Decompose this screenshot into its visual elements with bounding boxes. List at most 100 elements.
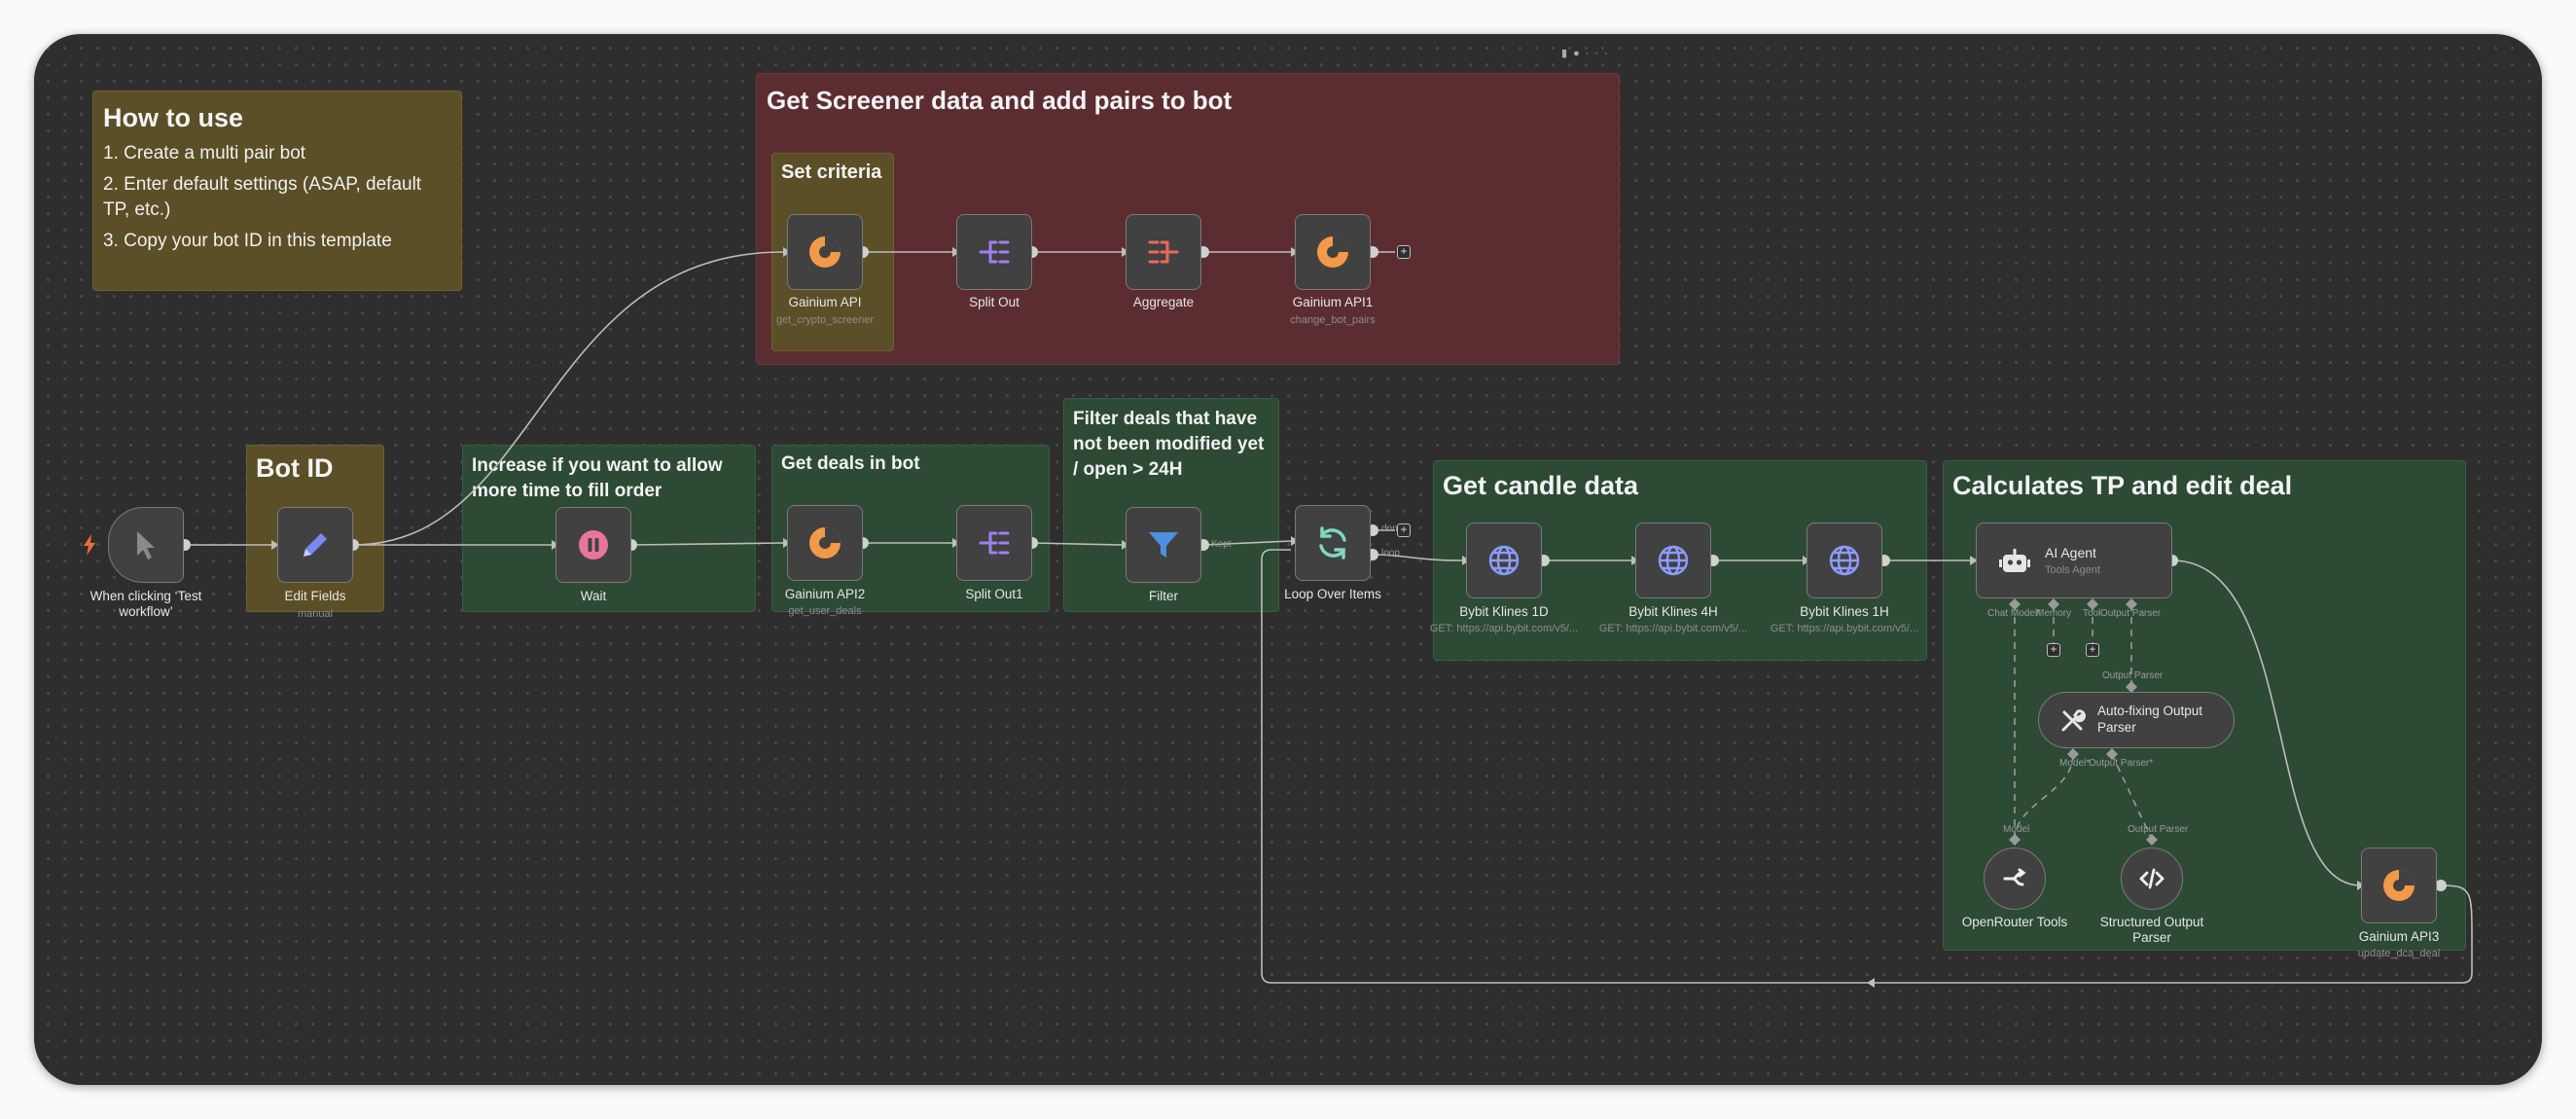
tools-icon: [2061, 709, 2086, 732]
gainium-api2-sub: get_user_deals: [788, 605, 862, 617]
split-icon: [979, 531, 1010, 555]
gainium-api-label: Gainium API: [788, 295, 862, 309]
wait-label: Wait: [580, 589, 607, 603]
split-out1-node[interactable]: [956, 505, 1032, 581]
gainium-api2-label: Gainium API2: [784, 587, 866, 601]
more-icon[interactable]: ···: [1585, 48, 1614, 59]
filter-label: Filter: [1149, 589, 1178, 603]
how-to-step-3: 3. Copy your bot ID in this template: [103, 231, 392, 251]
ai-agent-label: AI Agent: [2045, 545, 2096, 560]
gainium-api3-sub: update_dca_deal: [2357, 948, 2441, 959]
bybit-1d-label: Bybit Klines 1D: [1459, 604, 1549, 619]
loop-node[interactable]: [1295, 505, 1371, 581]
bybit-4h-sub: GET: https://api.bybit.com/v5/...: [1598, 623, 1748, 634]
gainium-api2-node[interactable]: [787, 505, 863, 581]
globe-icon: [1488, 545, 1520, 576]
structured-label: Structured Output Parser: [2099, 915, 2204, 945]
loop-port-loop: loop: [1381, 548, 1400, 559]
globe-icon: [1829, 545, 1860, 576]
bybit-1h-sub: GET: https://api.bybit.com/v5/...: [1770, 623, 1919, 634]
filter-node[interactable]: [1126, 507, 1201, 583]
gainium-api3-label: Gainium API3: [2358, 929, 2440, 944]
how-to-step-2: 2. Enter default settings (ASAP, default…: [103, 174, 422, 220]
edit-fields-node[interactable]: [277, 507, 353, 583]
globe-icon: [1658, 545, 1689, 576]
autofix-top-port: Output Parser: [2102, 670, 2164, 681]
add-node-button[interactable]: +: [1397, 245, 1411, 259]
gainium-icon: [2383, 870, 2415, 901]
agent-port-chat-model: Chat Model*: [1987, 608, 2042, 619]
agent-port-memory: Memory: [2036, 608, 2072, 619]
agent-port-tool: Tool: [2083, 608, 2101, 619]
delete-icon[interactable]: ▮: [1561, 48, 1574, 59]
sticky-title: Get Screener data and add pairs to bot: [767, 86, 1233, 115]
openrouter-icon: [2003, 868, 2026, 886]
gainium-api-node[interactable]: [787, 214, 863, 290]
funnel-icon: [1149, 532, 1178, 558]
openrouter-label: OpenRouter Tools: [1961, 915, 2068, 929]
autofix-port-model: Model*: [2059, 758, 2091, 769]
sticky-toolbar: ▮●···: [1561, 47, 1614, 59]
workflow-canvas[interactable]: ▮●··· How to use 1. Create a multi pair …: [34, 34, 2542, 1085]
bybit-1h-label: Bybit Klines 1H: [1800, 604, 1889, 619]
gainium-api1-sub: change_bot_pairs: [1290, 314, 1376, 326]
bybit-4h-label: Bybit Klines 4H: [1628, 604, 1718, 619]
sticky-title: Calculates TP and edit deal: [1952, 471, 2293, 500]
robot-icon: [1999, 549, 2030, 572]
sticky-title: Filter deals that have not been modified…: [1073, 409, 1265, 480]
filter-port-label: Kept: [1211, 539, 1232, 550]
bybit-1d-sub: GET: https://api.bybit.com/v5/...: [1429, 623, 1579, 634]
trigger-node[interactable]: [108, 507, 184, 583]
sticky-title: Get deals in bot: [781, 453, 920, 474]
add-tool-button[interactable]: +: [2086, 643, 2099, 657]
bybit-4h-node[interactable]: [1635, 523, 1711, 598]
sticky-title: Bot ID: [256, 453, 334, 483]
gainium-icon: [809, 527, 841, 559]
autofix-label: Auto-fixing Output Parser: [2097, 704, 2203, 735]
lightning-icon: [84, 534, 95, 556]
ai-agent-node[interactable]: AI Agent Tools Agent: [1976, 523, 2172, 598]
bybit-1h-node[interactable]: [1807, 523, 1882, 598]
how-to-list: 1. Create a multi pair bot 2. Enter defa…: [103, 141, 451, 254]
split-out-node[interactable]: [956, 214, 1032, 290]
loop-port-done: done: [1381, 523, 1404, 534]
split-out1-label: Split Out1: [965, 587, 1023, 601]
add-memory-button[interactable]: +: [2047, 643, 2060, 657]
sticky-title: Increase if you want to allow more time …: [472, 455, 723, 501]
structured-parser-node[interactable]: [2121, 848, 2183, 910]
how-to-step-1: 1. Create a multi pair bot: [103, 143, 306, 163]
openrouter-node[interactable]: [1984, 848, 2046, 910]
trigger-label: When clicking ‘Test workflow’: [89, 589, 202, 619]
palette-icon[interactable]: ●: [1573, 48, 1586, 59]
split-icon: [979, 240, 1010, 264]
gainium-icon: [809, 236, 841, 268]
edit-fields-sub: manual: [297, 608, 334, 620]
sticky-title: How to use: [103, 103, 244, 132]
gainium-icon: [1317, 236, 1348, 268]
loop-label: Loop Over Items: [1284, 587, 1381, 601]
aggregate-label: Aggregate: [1132, 295, 1195, 309]
autofix-parser-node[interactable]: Auto-fixing Output Parser: [2038, 692, 2235, 748]
agent-port-output-parser: Output Parser: [2100, 608, 2162, 619]
aggregate-node[interactable]: [1126, 214, 1201, 290]
gainium-api-sub: get_crypto_screener: [775, 314, 875, 326]
sticky-filter-note[interactable]: Filter deals that have not been modified…: [1063, 398, 1279, 612]
wait-node[interactable]: [555, 507, 631, 583]
split-out-label: Split Out: [969, 295, 1020, 309]
pause-icon: [579, 530, 608, 560]
autofix-port-output-parser: Output Parser*: [2089, 758, 2154, 769]
aggregate-icon: [1148, 240, 1179, 264]
sticky-title: Set criteria: [781, 162, 882, 183]
structured-port: Output Parser: [2128, 824, 2189, 835]
sticky-title: Get candle data: [1443, 471, 1639, 500]
sticky-how-to-use[interactable]: How to use 1. Create a multi pair bot 2.…: [92, 90, 462, 291]
cursor-icon: [137, 531, 155, 560]
pencil-icon: [304, 533, 327, 557]
gainium-api1-node[interactable]: [1295, 214, 1371, 290]
add-node-button[interactable]: +: [1397, 523, 1411, 537]
loop-icon: [1319, 526, 1346, 560]
gainium-api3-node[interactable]: [2361, 848, 2437, 923]
edit-fields-label: Edit Fields: [284, 589, 346, 603]
sticky-screener[interactable]: Get Screener data and add pairs to bot: [756, 73, 1620, 365]
bybit-1d-node[interactable]: [1466, 523, 1542, 598]
